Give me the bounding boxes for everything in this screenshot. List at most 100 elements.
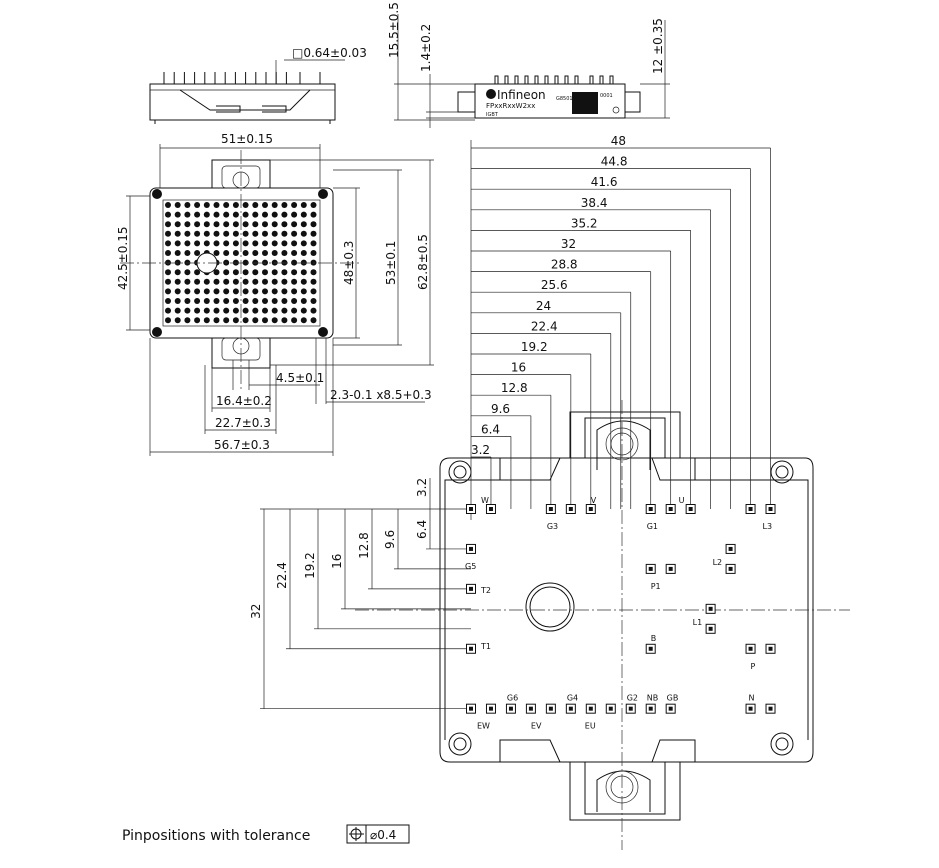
- grid-dot: [194, 307, 201, 314]
- grid-dot: [310, 221, 317, 228]
- side-view: □0.64±0.03: [149, 46, 367, 124]
- grid-dot: [271, 259, 278, 266]
- grid-dot: [281, 202, 288, 208]
- pin-label-t1: T1: [480, 642, 491, 651]
- pin-center: [508, 706, 513, 711]
- grid-dot: [174, 202, 181, 208]
- pin-center: [568, 507, 573, 511]
- grid-dot: [223, 230, 230, 237]
- grid-dot: [174, 230, 181, 237]
- grid-dot: [203, 288, 210, 295]
- grid-dot: [300, 240, 307, 247]
- top-dim-pin: 4.5±0.1: [276, 371, 324, 385]
- grid-dot: [310, 202, 317, 208]
- front-pin: [609, 75, 614, 85]
- grid-dot: [165, 317, 171, 324]
- x-dim-label: 28.8: [551, 258, 578, 272]
- grid-dot: [223, 278, 230, 285]
- grid-dot: [203, 298, 210, 304]
- side-pin-dim: □0.64±0.03: [292, 46, 367, 60]
- grid-dot: [291, 278, 298, 285]
- grid-dot: [223, 269, 230, 276]
- grid-dot: [165, 259, 171, 266]
- pin-center: [488, 706, 493, 711]
- top-dim-b: 22.7±0.3: [215, 416, 271, 430]
- front-pin: [554, 75, 559, 85]
- grid-dot: [213, 269, 220, 276]
- grid-dot: [242, 269, 249, 276]
- pin-center: [568, 706, 573, 711]
- grid-dot: [291, 230, 298, 237]
- grid-dot: [291, 307, 298, 314]
- grid-dot: [271, 278, 278, 285]
- pin-center: [469, 507, 473, 511]
- grid-dot: [252, 298, 259, 304]
- pin-label-l3: L3: [763, 522, 773, 531]
- grid-dot: [174, 298, 181, 304]
- y-dim-label: 6.4: [415, 520, 429, 539]
- grid-dot: [281, 317, 288, 324]
- pin-center: [469, 546, 473, 551]
- grid-dot: [252, 288, 259, 295]
- grid-dot: [165, 278, 171, 285]
- grid-dot: [194, 202, 201, 208]
- grid-dot: [300, 307, 307, 314]
- grid-dot: [300, 298, 307, 304]
- grid-dot: [194, 230, 201, 237]
- grid-dot: [165, 230, 171, 237]
- grid-dot: [223, 250, 230, 256]
- footnote-tol: ⌀0.4: [370, 828, 396, 842]
- y-dim-label: 22.4: [275, 562, 289, 589]
- grid-dot: [262, 211, 268, 218]
- grid-dot: [262, 278, 268, 285]
- grid-dot: [213, 240, 220, 247]
- grid-dot: [203, 317, 210, 324]
- grid-dot: [232, 240, 239, 247]
- grid-dot: [281, 221, 288, 228]
- grid-dot: [271, 288, 278, 295]
- grid-dot: [242, 230, 249, 237]
- grid-dot: [300, 202, 307, 208]
- grid-dot: [242, 240, 249, 247]
- batch-code: G8501: [556, 96, 573, 102]
- grid-dot: [300, 269, 307, 276]
- top-view: 51±0.15 42.5±0.15 48±0.3 53±0.1 62.8±0.5…: [116, 132, 434, 456]
- grid-dot: [165, 298, 171, 304]
- y-dim-label: 12.8: [357, 532, 371, 559]
- grid-dot: [184, 259, 191, 266]
- grid-dot: [232, 202, 239, 208]
- grid-dot: [281, 240, 288, 247]
- x-dim-label: 19.2: [521, 340, 548, 354]
- pin-center: [748, 706, 753, 711]
- front-pin: [534, 75, 539, 85]
- pin-label-u: U: [679, 496, 685, 505]
- x-dim-label: 9.6: [491, 402, 510, 416]
- grid-dot: [271, 230, 278, 237]
- grid-dot: [281, 307, 288, 314]
- grid-dot: [194, 288, 201, 295]
- grid-dot: [271, 269, 278, 276]
- grid-dot: [184, 317, 191, 324]
- top-dim-c: 56.7±0.3: [214, 438, 270, 452]
- grid-dot: [252, 211, 259, 218]
- pin-label-ew: EW: [477, 722, 490, 731]
- grid-dot: [232, 230, 239, 237]
- grid-dot: [310, 269, 317, 276]
- grid-dot: [184, 250, 191, 256]
- x-dim-label: 35.2: [571, 216, 598, 230]
- grid-dot: [291, 317, 298, 324]
- grid-dot: [165, 221, 171, 228]
- grid-dot: [184, 278, 191, 285]
- grid-dot: [165, 202, 171, 208]
- grid-dot: [242, 250, 249, 256]
- pin-center: [748, 646, 753, 651]
- pin-center: [648, 507, 653, 511]
- pin-label-b: B: [651, 634, 657, 643]
- grid-dot: [213, 202, 220, 208]
- grid-dot: [184, 269, 191, 276]
- top-dim-h1: 48±0.3: [342, 241, 356, 285]
- x-dim-label: 24: [536, 299, 551, 313]
- front-pin: [494, 75, 499, 85]
- grid-dot: [184, 298, 191, 304]
- grid-dot: [252, 259, 259, 266]
